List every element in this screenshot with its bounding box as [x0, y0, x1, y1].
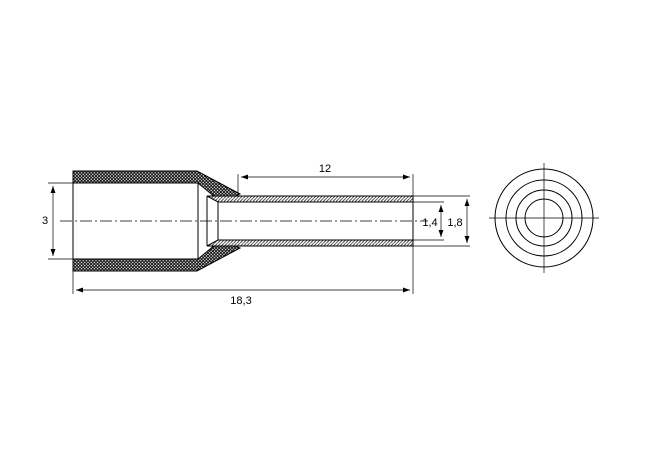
side-view — [60, 170, 428, 272]
overall-diameter-label: 3 — [42, 215, 48, 227]
end-view — [489, 163, 599, 273]
outer-diameter-label: 1,8 — [447, 217, 462, 229]
sleeve-bottom-wall — [206, 239, 414, 247]
inner-diameter-label: 1,4 — [422, 217, 437, 229]
dimension-labels: 3 12 1,4 1,8 18,3 — [42, 163, 463, 307]
tube-length-label: 12 — [319, 163, 331, 175]
sleeve-top-wall — [206, 195, 414, 203]
dimension-lines — [48, 174, 470, 294]
overall-length-label: 18,3 — [230, 295, 251, 307]
